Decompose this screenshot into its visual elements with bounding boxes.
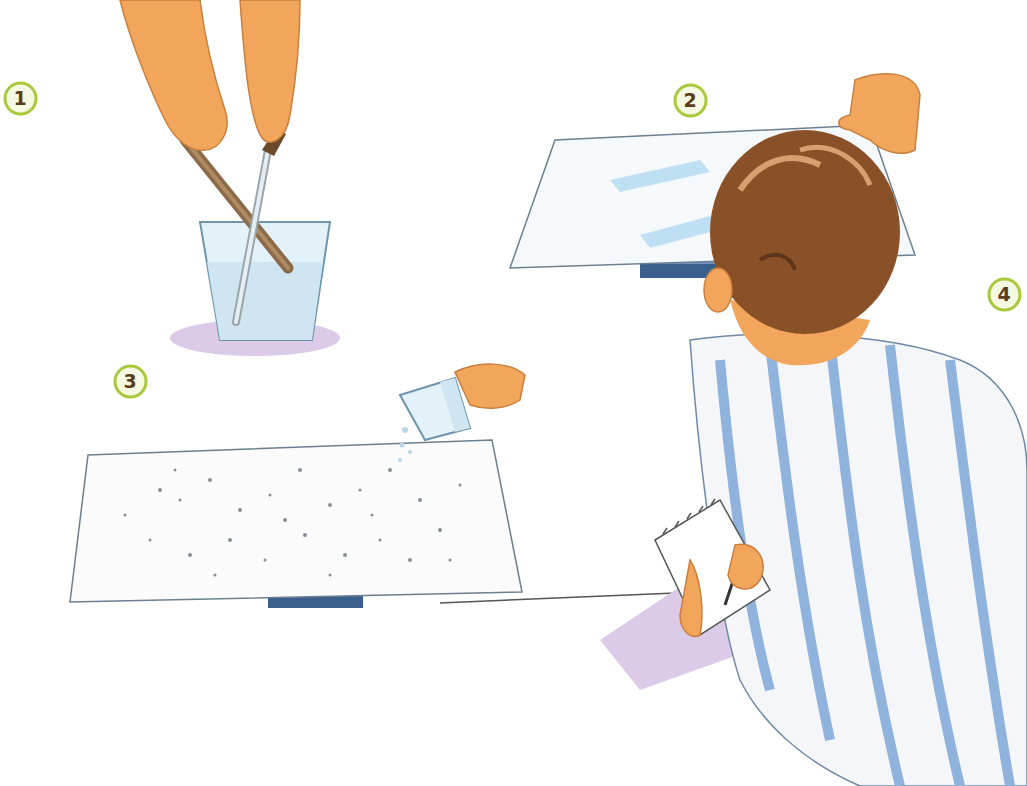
- step-number: 4: [997, 285, 1010, 304]
- step-number: 1: [13, 89, 26, 108]
- boy-writing: [440, 130, 1027, 786]
- step-circle: 3: [113, 364, 148, 399]
- step-circle: 1: [3, 81, 38, 116]
- stirring-glass: [120, 0, 340, 356]
- step-circle: 4: [987, 277, 1022, 312]
- step-number: 3: [123, 372, 136, 391]
- paper-with-crystals: [70, 364, 525, 608]
- step-circle: 2: [673, 83, 708, 118]
- step-number: 2: [683, 91, 696, 110]
